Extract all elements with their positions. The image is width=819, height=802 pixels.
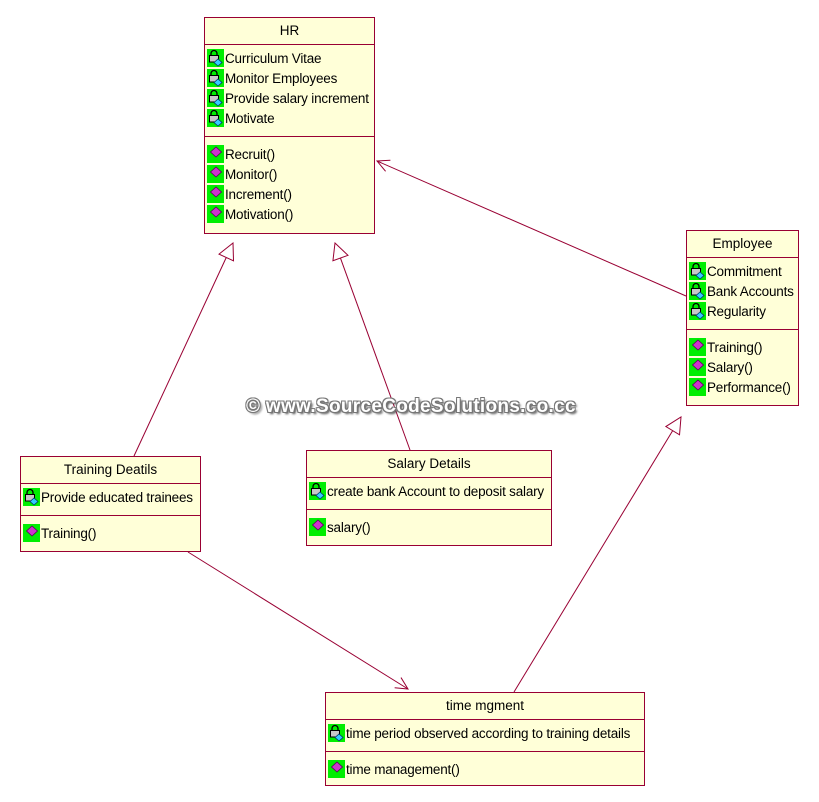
- locked-attribute-icon: [207, 69, 224, 87]
- operation-label: Motivation(): [225, 206, 294, 222]
- locked-attribute-icon: [309, 482, 326, 500]
- operation-label: salary(): [327, 519, 371, 535]
- operation-icon: [309, 518, 326, 536]
- locked-attribute-icon: [689, 302, 706, 320]
- locked-attribute-icon: [207, 109, 224, 127]
- attribute-label: Provide salary increment: [225, 90, 369, 106]
- class-training-details[interactable]: Training Deatils Provide educated traine…: [20, 456, 201, 552]
- locked-attribute-icon: [207, 89, 224, 107]
- operation-label: Increment(): [225, 186, 292, 202]
- class-name: HR: [205, 18, 374, 45]
- attribute-row: time period observed according to traini…: [328, 723, 644, 743]
- attribute-label: Motivate: [225, 110, 275, 126]
- locked-attribute-icon: [207, 49, 224, 67]
- class-time-mgment[interactable]: time mgment time period observed accordi…: [325, 692, 645, 786]
- operation-row: Monitor(): [207, 164, 374, 184]
- operation-row: Salary(): [689, 357, 798, 377]
- attribute-label: Regularity: [707, 303, 766, 319]
- operation-row: Training(): [23, 523, 200, 543]
- operation-label: Training(): [41, 525, 97, 541]
- operation-list: salary(): [307, 510, 551, 543]
- attribute-label: create bank Account to deposit salary: [327, 483, 544, 499]
- attribute-label: Curriculum Vitae: [225, 50, 322, 66]
- operation-row: Performance(): [689, 377, 798, 397]
- locked-attribute-icon: [23, 488, 40, 506]
- association-arrowhead-training-time: [394, 677, 409, 690]
- operation-row: time management(): [328, 759, 644, 779]
- attribute-row: Provide salary increment: [207, 88, 374, 108]
- operation-row: Increment(): [207, 184, 374, 204]
- class-name: time mgment: [326, 693, 644, 720]
- generalization-line-training-hr: [133, 257, 227, 457]
- inheritance-arrowhead-time-employee: [664, 416, 682, 436]
- attribute-label: Commitment: [707, 263, 782, 279]
- class-name: Employee: [687, 231, 798, 258]
- operation-icon: [207, 145, 224, 163]
- attribute-row: Motivate: [207, 108, 374, 128]
- generalization-line-salary-hr: [339, 257, 411, 451]
- attribute-row: Commitment: [689, 261, 798, 281]
- operation-icon: [689, 338, 706, 356]
- operation-row: Recruit(): [207, 144, 374, 164]
- operation-icon: [23, 524, 40, 542]
- attribute-list: create bank Account to deposit salary: [307, 478, 551, 510]
- attribute-row: Bank Accounts: [689, 281, 798, 301]
- operation-row: Training(): [689, 337, 798, 357]
- locked-attribute-icon: [689, 282, 706, 300]
- attribute-label: Monitor Employees: [225, 70, 338, 86]
- operation-icon: [689, 358, 706, 376]
- attribute-row: create bank Account to deposit salary: [309, 481, 551, 501]
- attribute-label: Bank Accounts: [707, 283, 794, 299]
- association-line-training-time: [187, 551, 409, 690]
- operation-label: time management(): [346, 761, 460, 777]
- class-salary-details[interactable]: Salary Details create bank Account to de…: [306, 450, 552, 546]
- attribute-row: Provide educated trainees: [23, 487, 200, 507]
- operation-list: time management(): [326, 752, 644, 785]
- operation-icon: [207, 185, 224, 203]
- operation-row: Motivation(): [207, 204, 374, 224]
- attribute-list: Provide educated trainees: [21, 484, 200, 516]
- class-name: Salary Details: [307, 451, 551, 478]
- inheritance-arrowhead-salary-hr: [332, 241, 349, 262]
- attribute-label: Provide educated trainees: [41, 489, 193, 505]
- operation-row: salary(): [309, 517, 551, 537]
- operation-label: Recruit(): [225, 146, 275, 162]
- operation-list: Recruit() Monitor() Increment() Motivation(…: [205, 137, 374, 230]
- association-arrowhead-employee-hr: [375, 159, 391, 172]
- operation-list: Training(): [21, 516, 200, 549]
- inheritance-arrowhead-training-hr: [218, 241, 235, 262]
- attribute-row: Regularity: [689, 301, 798, 321]
- class-name: Training Deatils: [21, 457, 200, 484]
- watermark: © www.SourceCodeSolutions.co.cc: [246, 396, 576, 417]
- locked-attribute-icon: [689, 262, 706, 280]
- attribute-label: time period observed according to traini…: [346, 725, 631, 741]
- attribute-row: Curriculum Vitae: [207, 48, 374, 68]
- attribute-row: Monitor Employees: [207, 68, 374, 88]
- operation-list: Training() Salary() Performance(): [687, 330, 798, 403]
- operation-icon: [207, 205, 224, 223]
- operation-icon: [328, 760, 345, 778]
- operation-label: Performance(): [707, 379, 791, 395]
- attribute-list: time period observed according to traini…: [326, 720, 644, 752]
- generalization-line-time-employee: [513, 430, 674, 693]
- operation-label: Training(): [707, 339, 763, 355]
- operation-label: Salary(): [707, 359, 753, 375]
- association-line-employee-hr: [376, 160, 687, 297]
- locked-attribute-icon: [328, 724, 345, 742]
- operation-icon: [207, 165, 224, 183]
- operation-label: Monitor(): [225, 166, 278, 182]
- operation-icon: [689, 378, 706, 396]
